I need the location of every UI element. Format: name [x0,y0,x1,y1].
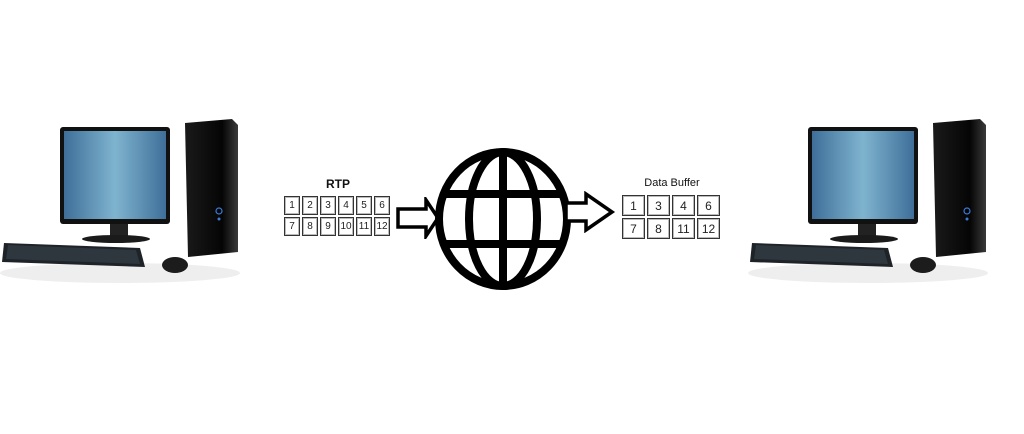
rtp-packet: 7 [284,217,300,236]
buffer-packet: 7 [622,218,645,239]
data-buffer-grid: 1 3 4 6 7 8 11 12 [621,195,721,239]
rtp-packet-grid: 1 2 3 4 5 6 7 8 9 10 11 12 [283,196,391,236]
rtp-packet: 2 [302,196,318,215]
buffer-packet: 3 [647,195,670,216]
rtp-packet: 11 [356,217,372,236]
rtp-packet: 5 [356,196,372,215]
rtp-packet: 4 [338,196,354,215]
rtp-packet: 1 [284,196,300,215]
buffer-packet: 8 [647,218,670,239]
buffer-packet: 12 [697,218,720,239]
rtp-packet: 3 [320,196,336,215]
data-buffer-label: Data Buffer [644,177,700,189]
rtp-packet: 6 [374,196,390,215]
receiver-computer [748,119,988,283]
globe-icon [435,148,571,290]
buffer-packet: 4 [672,195,695,216]
rtp-label: RTP [326,177,350,191]
rtp-packet: 9 [320,217,336,236]
sender-computer [0,119,240,283]
buffer-packet: 1 [622,195,645,216]
buffer-packet: 6 [697,195,720,216]
arrow-right-icon [396,197,441,239]
rtp-packet: 12 [374,217,390,236]
arrow-right-icon [564,191,616,233]
rtp-packet: 10 [338,217,354,236]
rtp-packet: 8 [302,217,318,236]
buffer-packet: 11 [672,218,695,239]
